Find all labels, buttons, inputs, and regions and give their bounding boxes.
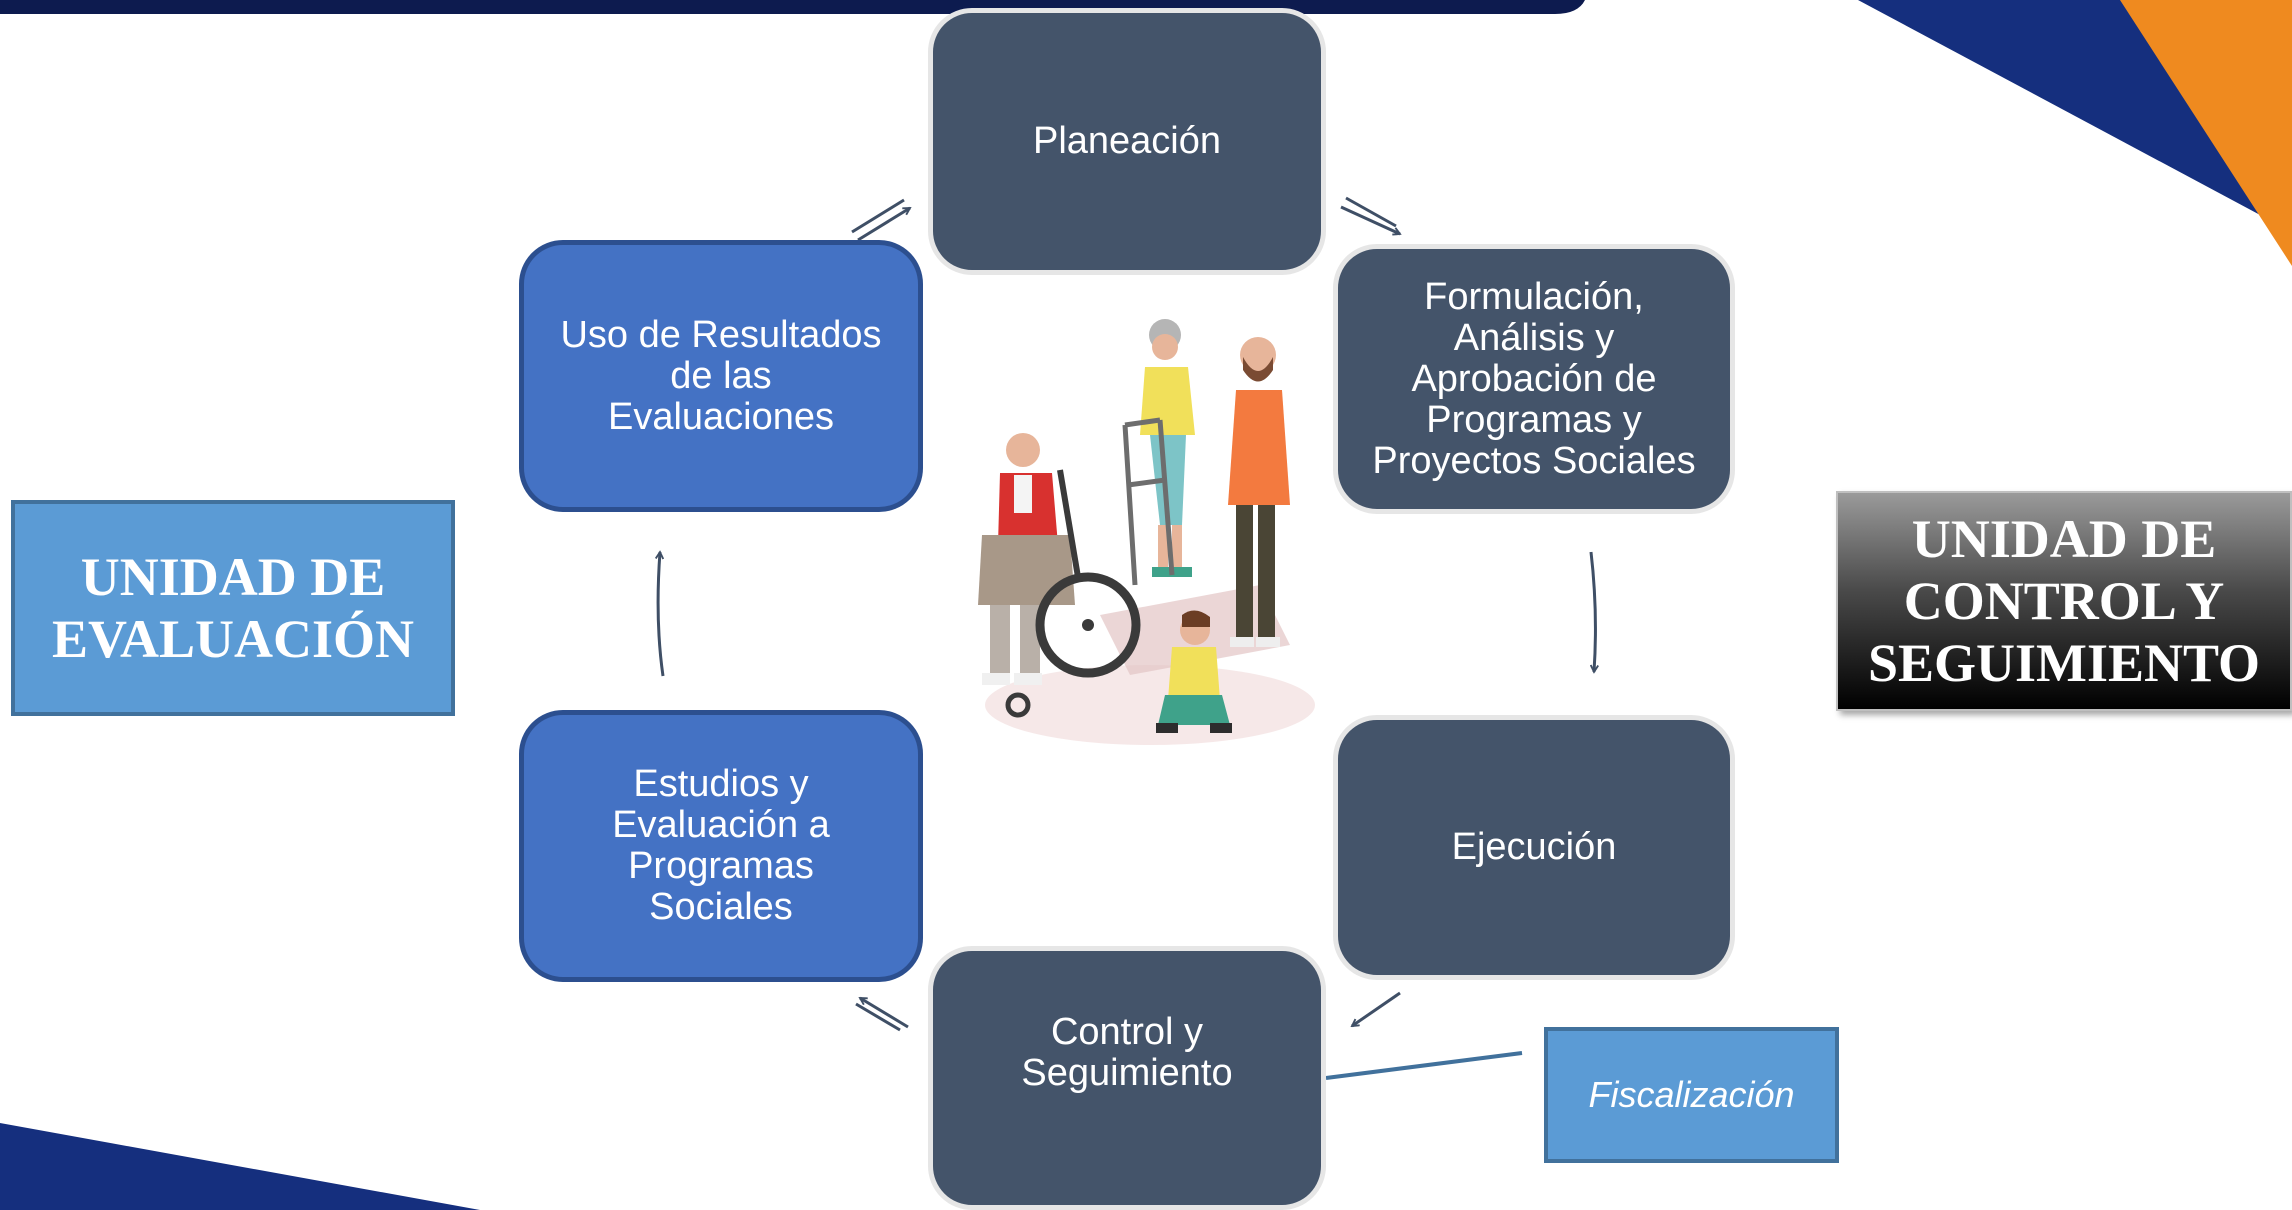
fiscalizacion-box: Fiscalización — [1544, 1027, 1839, 1163]
arrow-estudios-to-uso — [658, 552, 665, 677]
standing-man — [1228, 337, 1290, 647]
node-control-seguimiento: Control y Seguimiento — [928, 946, 1326, 1210]
arrow-control-to-estudios — [855, 996, 909, 1032]
people-illustration — [978, 319, 1315, 745]
node-planeacion: Planeación — [928, 8, 1326, 275]
unidad-control-box: UNIDAD DE CONTROL Y SEGUIMIENTO — [1836, 491, 2292, 711]
arrow-planeacion-to-formulacion — [1340, 196, 1400, 234]
arrow-formulacion-to-ejecucion — [1589, 551, 1595, 672]
node-formulacion: Formulación, Análisis y Aprobación de Pr… — [1333, 244, 1735, 514]
arrow-ejecucion-to-control — [1352, 991, 1401, 1028]
bottom-left-shape — [0, 1123, 480, 1210]
arrow-uso-to-planeacion — [851, 198, 910, 242]
sitting-child — [1156, 610, 1232, 733]
wheelchair-user — [978, 433, 1141, 718]
walker-frame — [1122, 417, 1175, 586]
fiscalizacion-connector — [1325, 1051, 1523, 1080]
corner-orange-shape — [2120, 0, 2292, 266]
unidad-evaluacion-box: UNIDAD DE EVALUACIÓN — [11, 500, 455, 716]
node-ejecucion: Ejecución — [1333, 715, 1735, 980]
top-banner — [0, 0, 1585, 14]
node-uso-resultados: Uso de Resultados de las Evaluaciones — [519, 240, 923, 512]
walker-person — [1140, 319, 1195, 577]
node-estudios-evaluacion: Estudios y Evaluación a Programas Social… — [519, 710, 923, 982]
